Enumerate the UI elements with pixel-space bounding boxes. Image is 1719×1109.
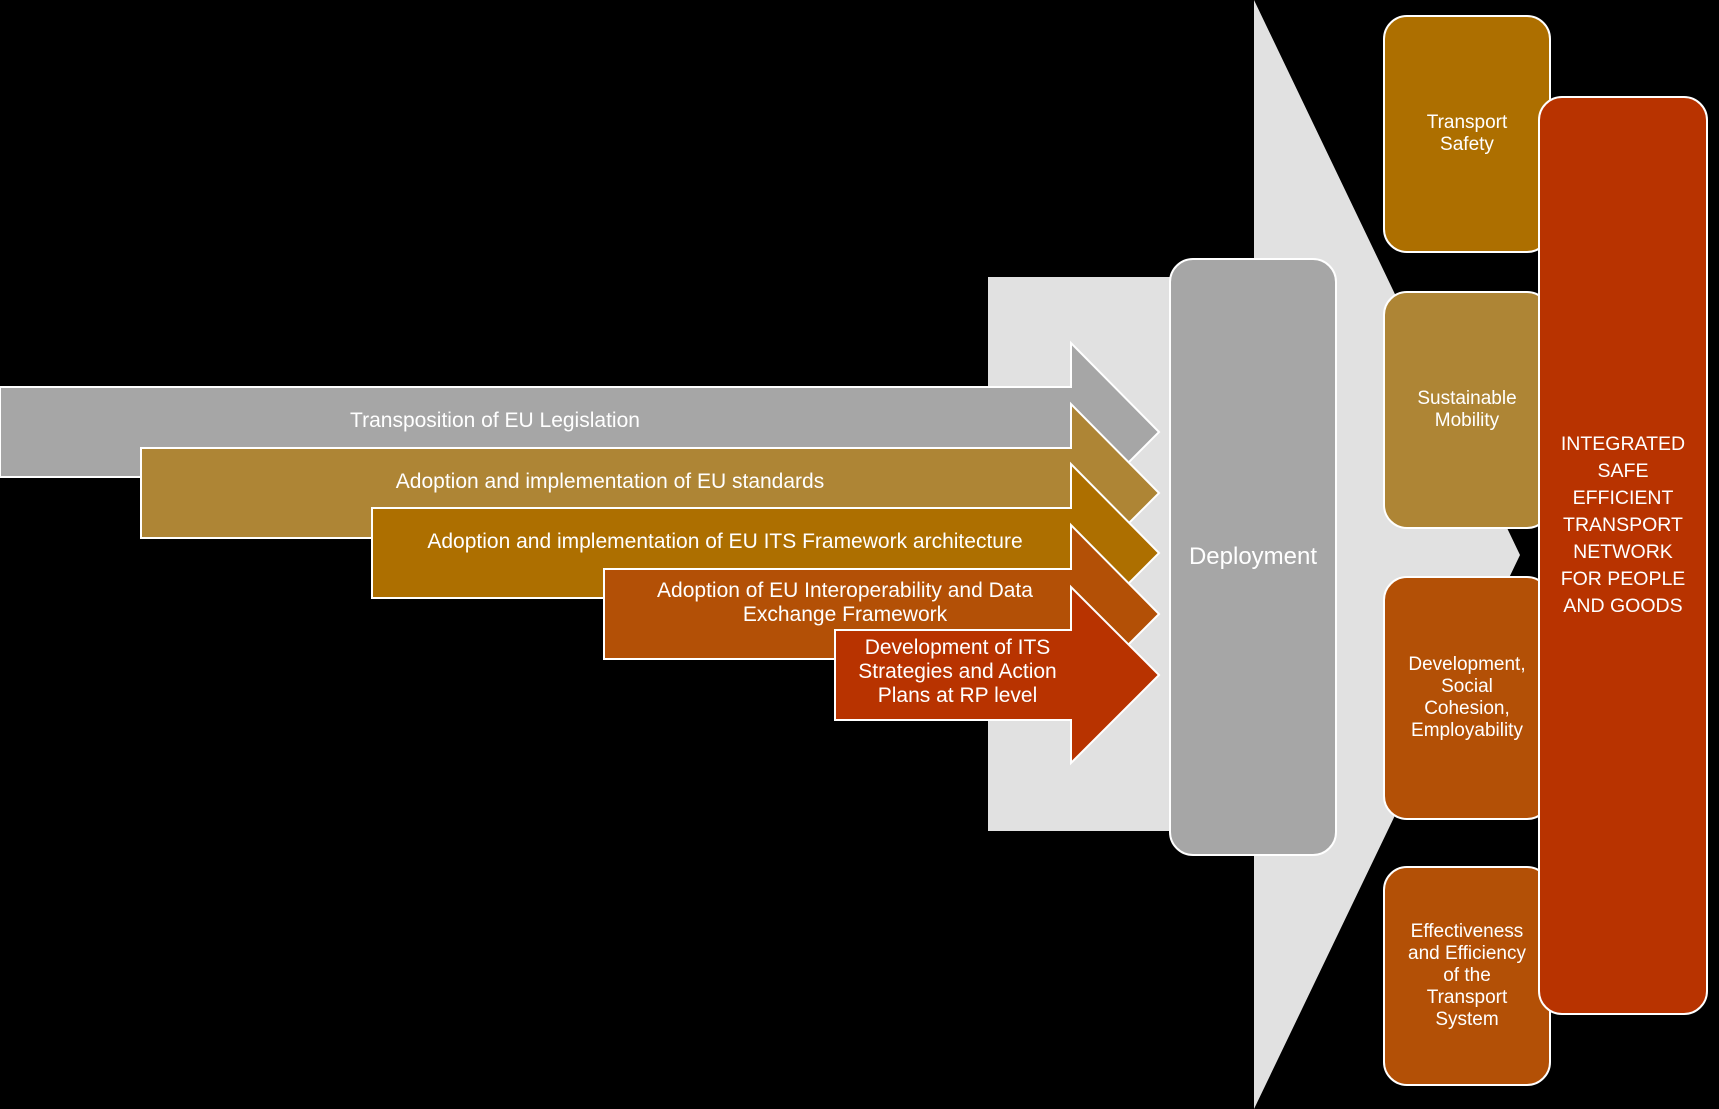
deployment-label: Deployment	[1188, 543, 1318, 570]
arrow-strategies	[834, 584, 1161, 766]
outcome-transport-safety: Transport Safety	[1383, 15, 1551, 253]
outcome-effectiveness: Effectiveness and Efficiency of the Tran…	[1383, 866, 1551, 1086]
deployment-box: Deployment	[1169, 258, 1337, 856]
arrow-label-strategies: Development of ITS Strategies and Action…	[858, 636, 1057, 707]
outcome-sustainable-mobility: Sustainable Mobility	[1383, 291, 1551, 529]
integrated-network-label: INTEGRATED SAFE EFFICIENT TRANSPORT NETW…	[1560, 433, 1686, 617]
integrated-network-box: INTEGRATED SAFE EFFICIENT TRANSPORT NETW…	[1538, 96, 1708, 1015]
outcome-label-sustainable-mobility: Sustainable Mobility	[1417, 388, 1517, 431]
arrow-label-interoperability: Adoption of EU Interoperability and Data…	[657, 579, 1033, 626]
arrow-label-eu-standards: Adoption and implementation of EU standa…	[395, 470, 825, 493]
arrow-label-its-framework: Adoption and implementation of EU ITS Fr…	[427, 530, 1023, 553]
arrow-label-transposition: Transposition of EU Legislation	[350, 409, 640, 432]
outcome-label-effectiveness: Effectiveness and Efficiency of the Tran…	[1408, 921, 1526, 1030]
outcome-social-cohesion: Development, Social Cohesion, Employabil…	[1383, 576, 1551, 820]
outcome-label-transport-safety: Transport Safety	[1426, 112, 1508, 155]
outcome-label-social-cohesion: Development, Social Cohesion, Employabil…	[1408, 654, 1526, 741]
